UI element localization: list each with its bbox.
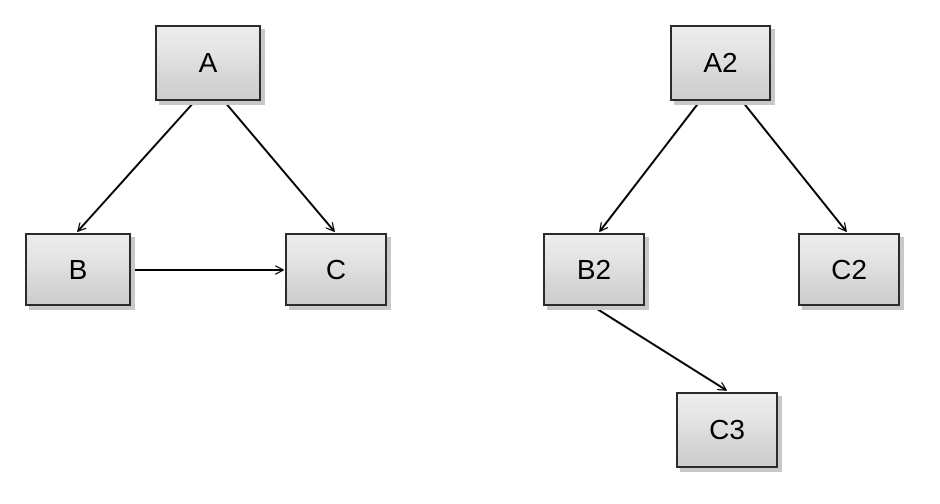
- node-c3[interactable]: C3: [676, 392, 778, 468]
- edge-a-to-c: [223, 100, 334, 231]
- edge-group-right: [593, 100, 846, 390]
- node-label-c3: C3: [709, 414, 745, 445]
- edge-a2-to-c2: [741, 100, 846, 231]
- node-label-c: C: [325, 253, 347, 285]
- node-label-a2: A2: [703, 47, 738, 78]
- node-label-b: B: [68, 253, 88, 285]
- edge-a2-to-b2: [600, 100, 701, 231]
- node-c2[interactable]: C2: [798, 233, 900, 306]
- edge-b2-to-c3: [593, 306, 726, 390]
- node-a2[interactable]: A2: [670, 25, 771, 101]
- node-b[interactable]: B: [25, 233, 131, 306]
- node-b2[interactable]: B2: [543, 233, 645, 306]
- node-a[interactable]: A: [155, 25, 261, 101]
- node-label-c2: C2: [831, 253, 867, 285]
- node-c[interactable]: C: [285, 233, 387, 306]
- node-label-a: A: [198, 47, 218, 78]
- edge-group-left: [78, 100, 334, 270]
- node-label-b2: B2: [576, 253, 612, 285]
- edge-a-to-b: [78, 100, 196, 231]
